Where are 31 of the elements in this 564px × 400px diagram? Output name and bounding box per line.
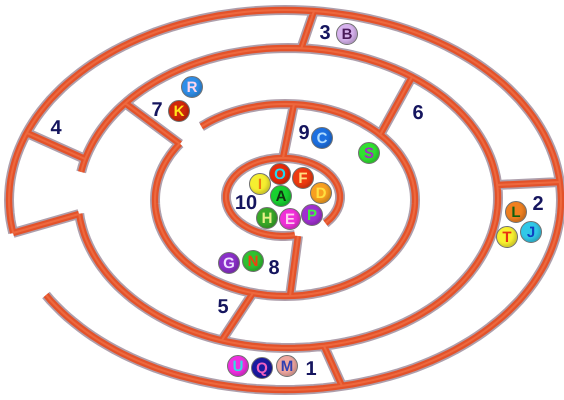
letter-circle: J <box>520 221 542 243</box>
letter-circle: I <box>249 173 271 195</box>
letter-circle: F <box>292 167 314 189</box>
letter-circle: L <box>505 201 527 223</box>
letter-circle: D <box>310 182 332 204</box>
chamber-number: 9 <box>298 123 310 143</box>
chamber-number: 6 <box>412 103 424 123</box>
chamber-number: 2 <box>532 194 544 214</box>
chamber-number: 4 <box>50 118 62 138</box>
letter-circle: R <box>181 76 203 98</box>
letter-circle: C <box>311 127 333 149</box>
letter-circle: G <box>218 252 240 274</box>
chamber-number: 10 <box>234 193 258 213</box>
chamber-number: 1 <box>305 359 317 379</box>
letter-circle: T <box>496 226 518 248</box>
letter-circle: S <box>358 142 380 164</box>
letter-circle: A <box>270 185 292 207</box>
letter-circle: K <box>168 100 190 122</box>
letter-circle: P <box>301 204 323 226</box>
letter-circle: O <box>269 163 291 185</box>
chamber-number: 7 <box>151 100 163 120</box>
letter-circle: E <box>279 208 301 230</box>
letter-circle: N <box>242 250 264 272</box>
letter-circle: Q <box>251 357 273 379</box>
chamber-number: 3 <box>319 23 331 43</box>
chamber-number: 5 <box>217 297 229 317</box>
letter-circle: M <box>276 355 298 377</box>
letter-circle: U <box>227 355 249 377</box>
chamber-number: 8 <box>268 258 280 278</box>
letter-circle: H <box>256 207 278 229</box>
letter-circle: B <box>336 23 358 45</box>
